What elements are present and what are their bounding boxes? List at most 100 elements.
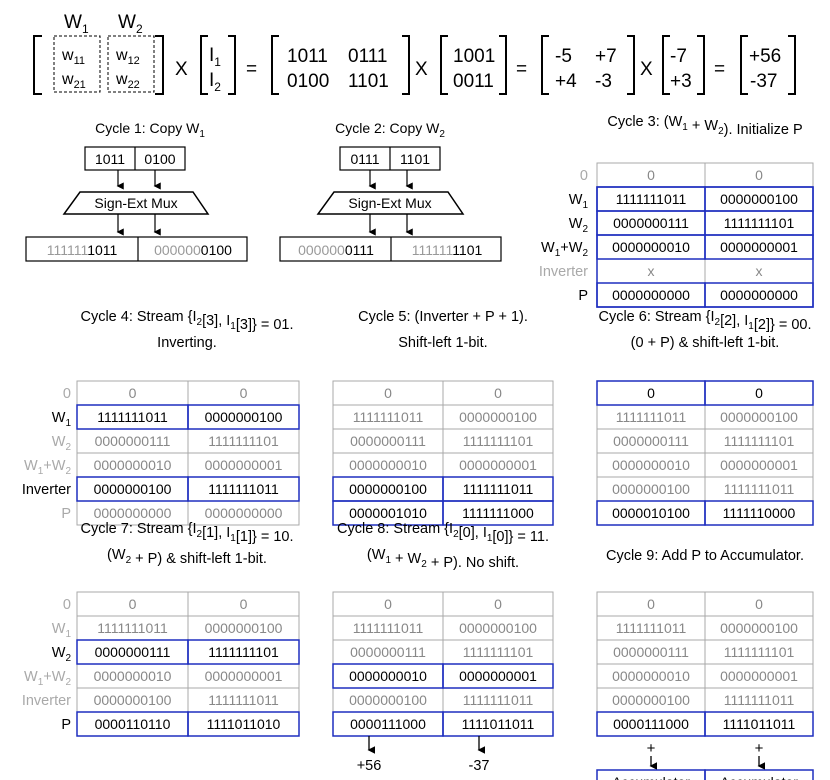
cycle-title: (W2 + P) & shift-left 1-bit. bbox=[107, 547, 267, 567]
cell-value: 1111111011 bbox=[724, 692, 795, 708]
cell-value: 1111111011 bbox=[616, 620, 687, 636]
result-cell: -37 bbox=[750, 71, 777, 92]
cell-value: 1111111011 bbox=[724, 481, 795, 497]
cycle-title: Cycle 9: Add P to Accumulator. bbox=[606, 548, 804, 564]
cell-value: 0000000100 bbox=[720, 191, 798, 207]
highlight-cell bbox=[187, 639, 300, 665]
bin-matrix-cell: 0100 bbox=[287, 71, 329, 92]
cycle-title: (0 + P) & shift-left 1-bit. bbox=[631, 335, 780, 351]
cell-value: 0 bbox=[384, 385, 392, 401]
cycle-title: Cycle 7: Stream {I2[1], I1[1]} = 10. bbox=[80, 521, 293, 545]
row-label: Inverter bbox=[539, 264, 588, 280]
cell-value: 0 bbox=[240, 385, 248, 401]
cell-value: 0000000000 bbox=[205, 505, 283, 521]
bin-matrix-cell: 1011 bbox=[287, 46, 328, 67]
cycle1-mux-label: Sign-Ext Mux bbox=[94, 195, 177, 211]
cell-value: 0000000111 bbox=[613, 644, 689, 660]
cell-value: 0000000111 bbox=[95, 644, 171, 660]
dec-vector-cell: +3 bbox=[670, 71, 692, 92]
cell-value: 1111111011 bbox=[353, 620, 424, 636]
i2-label: I2 bbox=[209, 70, 221, 94]
cell-value: 0000000010 bbox=[612, 668, 690, 684]
cell-value: 1111111101 bbox=[208, 644, 279, 660]
cell-value: 0000000001 bbox=[205, 457, 283, 473]
cell-value: 0000000111 bbox=[350, 644, 426, 660]
cell-value: 0000110110 bbox=[95, 716, 171, 732]
cycle2-output-cell: 0000000111 bbox=[298, 242, 374, 258]
row-label: 0 bbox=[63, 597, 71, 613]
bracket-right bbox=[155, 35, 164, 95]
cell-value: 0 bbox=[494, 596, 502, 612]
cell-value: 0 bbox=[647, 385, 655, 401]
cell-value: 0 bbox=[755, 385, 763, 401]
cycle-title: Cycle 6: Stream {I2[2], I1[2]} = 00. bbox=[598, 309, 811, 333]
bin-vector-cell: 0011 bbox=[453, 71, 494, 92]
times-sign: X bbox=[175, 59, 188, 80]
highlight-cell bbox=[704, 711, 814, 737]
dec-vector-cell: -7 bbox=[670, 46, 687, 67]
cell-value: 0000000100 bbox=[459, 620, 537, 636]
accumulator-box bbox=[704, 769, 814, 780]
cycle1-output-box bbox=[25, 236, 248, 262]
plus-sign: + bbox=[755, 740, 764, 757]
cycle1-output-cell: 1111111011 bbox=[47, 242, 118, 258]
row-label: W1+W2 bbox=[24, 669, 71, 688]
cell-value: 0000000000 bbox=[94, 505, 172, 521]
cell-value: 0 bbox=[647, 167, 655, 183]
cycle-title: Shift-left 1-bit. bbox=[398, 335, 487, 351]
cell-value: 0000000100 bbox=[94, 692, 172, 708]
cell-value: 0000000010 bbox=[94, 457, 172, 473]
cell-value: 0000000100 bbox=[459, 409, 537, 425]
row-label: P bbox=[61, 506, 71, 522]
cell-value: 0000000010 bbox=[94, 668, 172, 684]
cell-value: 0000000000 bbox=[720, 287, 798, 303]
cell-value: 1111111011 bbox=[97, 409, 168, 425]
cycle-table-c8: Cycle 8: Stream {I2[0], I1[0]} = 11.(W1 … bbox=[332, 521, 554, 774]
cell-value: 0000000000 bbox=[612, 287, 690, 303]
cell-value: 0000111000 bbox=[350, 716, 426, 732]
cell-value: 0000010100 bbox=[612, 505, 690, 521]
result-cell: +56 bbox=[749, 46, 781, 67]
cycle1-title: Cycle 1: Copy W1 bbox=[95, 120, 205, 140]
equals-sign: = bbox=[714, 59, 725, 80]
accumulator-box bbox=[596, 769, 706, 780]
cycle-title: Cycle 3: (W1 + W2). Initialize P bbox=[607, 114, 802, 138]
cell-value: 0000000111 bbox=[613, 433, 689, 449]
bracket-right bbox=[627, 35, 635, 95]
w1-column-box bbox=[53, 35, 101, 93]
cell-value: 0 bbox=[755, 596, 763, 612]
cycle-title: Inverting. bbox=[157, 335, 217, 351]
cell-value: 1111011011 bbox=[723, 716, 796, 732]
bin-matrix-cell: 1101 bbox=[348, 71, 389, 92]
cycle2-mux-label: Sign-Ext Mux bbox=[348, 195, 431, 211]
row-label: Inverter bbox=[22, 482, 71, 498]
highlight-cell bbox=[442, 711, 554, 737]
cell-value: 0000000010 bbox=[612, 239, 690, 255]
bracket-left bbox=[740, 35, 748, 95]
cell-value: 1111111011 bbox=[463, 692, 534, 708]
cycle-title: Cycle 5: (Inverter + P + 1). bbox=[358, 309, 528, 325]
cycle-table-c3: Cycle 3: (W1 + W2). Initialize P0W1W2W1+… bbox=[539, 114, 814, 308]
dec-matrix-cell: +7 bbox=[595, 46, 617, 67]
cell-value: 1111111011 bbox=[616, 191, 687, 207]
cell-value: 1111111101 bbox=[724, 215, 795, 231]
cycle-table-c4: Cycle 4: Stream {I2[3], I1[3]} = 01. Inve… bbox=[22, 309, 300, 526]
cell-value: 0000000001 bbox=[205, 668, 283, 684]
cycle-title: Cycle 4: Stream {I2[3], I1[3]} = 01. bbox=[80, 309, 293, 333]
row-label: P bbox=[61, 717, 71, 733]
cycle-table-c5: Cycle 5: (Inverter + P + 1). Shift-left 1… bbox=[332, 309, 554, 526]
cell-value: 0 bbox=[755, 167, 763, 183]
cycle2-title: Cycle 2: Copy W2 bbox=[335, 120, 445, 140]
cell-value: 0000000111 bbox=[613, 215, 689, 231]
cell-value: 1111111101 bbox=[208, 433, 279, 449]
cell-value: 1111111011 bbox=[616, 409, 687, 425]
i1-label: I1 bbox=[209, 45, 221, 69]
times-sign: X bbox=[640, 59, 653, 80]
highlight-cell bbox=[704, 500, 814, 526]
cycle-table-c7: Cycle 7: Stream {I2[1], I1[1]} = 10.(W2 … bbox=[22, 521, 300, 737]
output-value: -37 bbox=[469, 758, 490, 774]
row-label: 0 bbox=[63, 386, 71, 402]
cell-value: x bbox=[756, 263, 763, 279]
cell-value: 1111111011 bbox=[97, 620, 168, 636]
